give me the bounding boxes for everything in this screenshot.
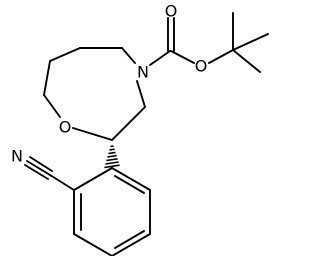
bond-benzene-6 — [73, 167, 113, 191]
atom-label-ring-oxygen: O — [59, 118, 72, 137]
oxazepane-ring — [43, 47, 146, 141]
boc-group — [149, 12, 269, 73]
atom-label-ring-nitrogen: N — [137, 63, 149, 82]
bond-aryl-nitrile-carbon — [49, 174, 75, 191]
nitrile-group — [24, 156, 75, 191]
bond-ring-o-c5 — [43, 94, 61, 118]
bond-ring-c3-c4 — [111, 106, 146, 141]
chemical-structure: N O O O N — [11, 2, 269, 256]
bond-nitrile-triple-b — [29, 156, 53, 172]
bond-ring-c5-c6 — [43, 60, 51, 96]
atom-label-ester-oxygen: O — [195, 57, 208, 76]
bond-benzene-3 — [111, 233, 151, 256]
bond-nitrile-triple-c — [24, 164, 49, 180]
bond-ring-n-c3 — [136, 80, 146, 108]
bond-ring-c6-c1 — [49, 47, 81, 62]
bond-benzene-1 — [111, 167, 151, 191]
hashed-wedge-bond — [104, 145, 120, 169]
bond-carbonyl-ester-o — [170, 50, 195, 64]
atom-label-carbonyl-oxygen: O — [165, 2, 178, 21]
bond-benzene-inner-a — [114, 175, 145, 194]
bond-tbu-methyl-bottom — [232, 49, 261, 73]
atom-label-nitrile-nitrogen: N — [11, 147, 23, 166]
bond-nitrile-triple-a — [26, 160, 51, 176]
bond-ring-c4-o — [72, 127, 113, 141]
bond-benzene-4 — [73, 233, 113, 256]
benzene-ring — [73, 167, 151, 256]
bond-benzene-inner-b — [114, 230, 145, 249]
bond-n-carbonyl — [149, 50, 171, 66]
bond-ring-c2-n — [121, 47, 136, 64]
bond-ester-o-tbu — [208, 49, 234, 64]
bond-tbu-methyl-right — [232, 33, 269, 51]
